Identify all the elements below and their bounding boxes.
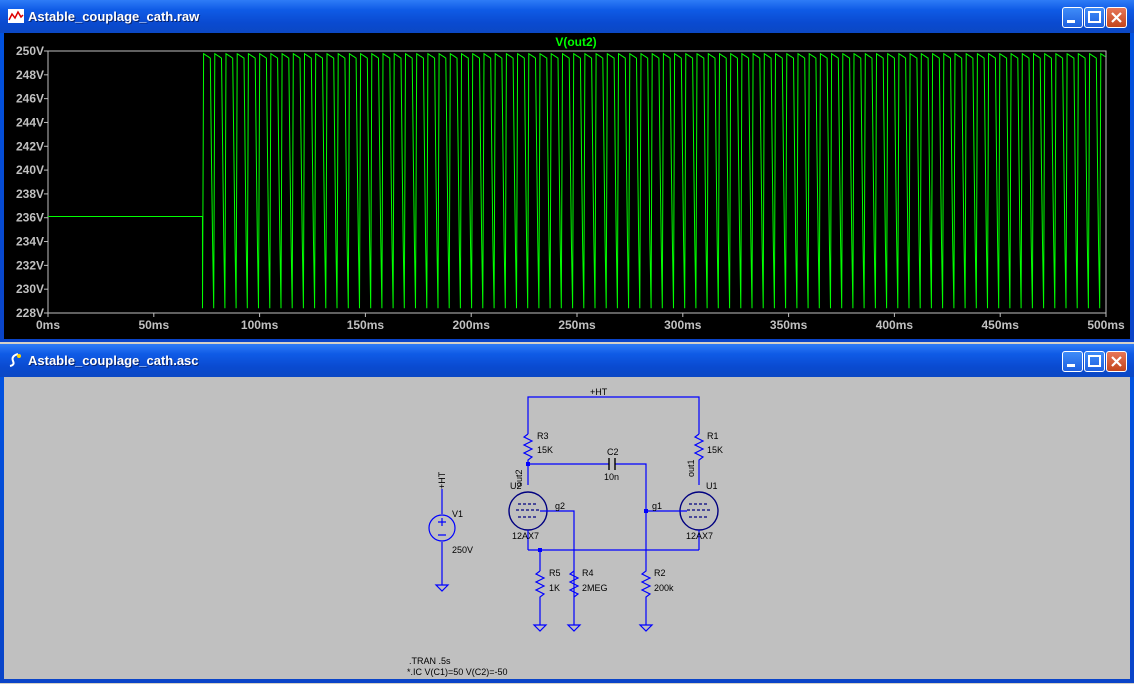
c2-value: 10n [604, 472, 619, 482]
plot-frame [47, 50, 1107, 314]
y-tick-label: 246V [16, 92, 44, 106]
c2-capacitor[interactable] [608, 458, 616, 470]
plot-window-titlebar[interactable]: Astable_couplage_cath.raw [0, 0, 1134, 33]
r5-value: 1K [549, 583, 560, 593]
plot-window-title: Astable_couplage_cath.raw [28, 9, 200, 24]
y-tick-label: 240V [16, 163, 44, 177]
x-axis: 0ms 50ms 100ms 150ms 200ms 250ms 300ms 350ms 400… [36, 313, 1125, 332]
minimize-button[interactable] [1062, 351, 1083, 372]
c2-wires[interactable] [527, 463, 647, 511]
y-tick-label: 232V [16, 258, 44, 272]
y-tick-label: 244V [16, 115, 44, 129]
u1-model: 12AX7 [686, 531, 713, 541]
ic-directive[interactable]: *.IC V(C1)=50 V(C2)=-50 [407, 667, 508, 677]
schematic-window: Astable_couplage_cath.asc +HT R3 15K R1 … [0, 344, 1134, 683]
x-tick-label: 250ms [558, 318, 596, 332]
x-tick-label: 500ms [1087, 318, 1125, 332]
y-tick-label: 230V [16, 282, 44, 296]
waveform-icon [8, 9, 24, 23]
maximize-icon [1088, 11, 1101, 23]
x-tick-label: 400ms [876, 318, 914, 332]
plot-area[interactable]: V(out2) 250V 248V 246V 244V 242V 240V 238V 236V… [4, 33, 1130, 339]
close-icon [1111, 356, 1122, 367]
waveform-chart[interactable]: V(out2) 250V 248V 246V 244V 242V 240V 238V 236V… [4, 33, 1130, 339]
tran-directive[interactable]: .TRAN .5s [409, 656, 451, 666]
r3-name: R3 [537, 431, 549, 441]
ground-symbols [434, 584, 654, 632]
r1-value: 15K [707, 445, 723, 455]
x-tick-label: 350ms [770, 318, 808, 332]
v1-name: V1 [452, 509, 463, 519]
y-tick-label: 248V [16, 68, 44, 82]
u2-name: U2 [510, 481, 522, 491]
y-tick-label: 250V [16, 44, 44, 58]
cathode-bus[interactable] [528, 549, 699, 571]
net-ht-label: +HT [590, 387, 608, 397]
y-axis: 250V 248V 246V 244V 242V 240V 238V 236V 234V 232V… [16, 44, 48, 320]
y-tick-label: 234V [16, 235, 44, 249]
minimize-button[interactable] [1062, 7, 1083, 28]
x-tick-label: 0ms [36, 318, 60, 332]
v1-value: 250V [452, 545, 473, 555]
r4-name: R4 [582, 568, 594, 578]
r5-name: R5 [549, 568, 561, 578]
net-out2-label: out2 [514, 469, 524, 487]
minimize-icon [1067, 20, 1075, 23]
u2-triode[interactable] [508, 491, 575, 625]
plot-window: Astable_couplage_cath.raw V(out2) 250V 24… [0, 0, 1134, 342]
y-tick-label: 242V [16, 139, 44, 153]
maximize-button[interactable] [1084, 7, 1105, 28]
minimize-icon [1067, 364, 1075, 367]
ht-rail[interactable] [527, 396, 700, 434]
maximize-button[interactable] [1084, 351, 1105, 372]
net-g1-label: g1 [652, 501, 662, 511]
x-tick-label: 150ms [347, 318, 385, 332]
trace-label[interactable]: V(out2) [555, 35, 596, 49]
x-tick-label: 200ms [453, 318, 491, 332]
u1-name: U1 [706, 481, 718, 491]
r5-resistor[interactable] [534, 570, 546, 625]
r2-value: 200k [654, 583, 674, 593]
r1-name: R1 [707, 431, 719, 441]
u2-model: 12AX7 [512, 531, 539, 541]
trace-vout2[interactable] [48, 52, 1106, 309]
r2-resistor[interactable] [640, 511, 652, 625]
r4-resistor[interactable] [568, 570, 580, 598]
r3-resistor[interactable] [522, 433, 534, 464]
maximize-icon [1088, 355, 1101, 367]
schematic-canvas[interactable]: +HT R3 15K R1 15K C2 10n out2 out1 [4, 377, 1130, 679]
ltspice-icon [9, 353, 21, 367]
x-tick-label: 450ms [982, 318, 1020, 332]
x-tick-label: 100ms [241, 318, 279, 332]
close-icon [1111, 12, 1122, 23]
y-tick-label: 236V [16, 211, 44, 225]
junction-cathode [538, 548, 542, 552]
schematic-window-titlebar[interactable]: Astable_couplage_cath.asc [0, 344, 1134, 377]
v1-voltage-source[interactable] [428, 489, 456, 585]
junction-out2 [526, 462, 530, 466]
c2-name: C2 [607, 447, 619, 457]
x-tick-label: 300ms [664, 318, 702, 332]
net-out1-label: out1 [686, 459, 696, 477]
r4-value: 2MEG [582, 583, 608, 593]
close-button[interactable] [1106, 7, 1127, 28]
r2-name: R2 [654, 568, 666, 578]
r1-resistor[interactable] [693, 433, 705, 485]
r3-value: 15K [537, 445, 553, 455]
net-ht-v1-label: +HT [437, 471, 447, 489]
close-button[interactable] [1106, 351, 1127, 372]
net-g2-label: g2 [555, 501, 565, 511]
u1-triode[interactable] [646, 491, 719, 550]
y-tick-label: 238V [16, 187, 44, 201]
y-tick-label: 228V [16, 306, 44, 320]
x-tick-label: 50ms [138, 318, 169, 332]
schematic-window-title: Astable_couplage_cath.asc [28, 353, 199, 368]
schematic-drawing[interactable]: +HT R3 15K R1 15K C2 10n out2 out1 [4, 377, 1130, 679]
